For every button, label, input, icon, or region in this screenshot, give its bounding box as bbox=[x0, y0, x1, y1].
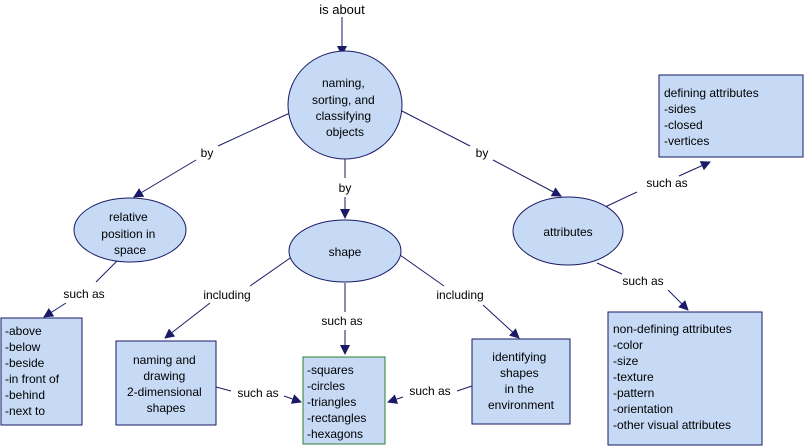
link-label-such-as-nondefining: such as bbox=[622, 274, 663, 288]
node-attributes: attributes bbox=[512, 196, 624, 266]
identifying-line: shapes bbox=[500, 366, 539, 380]
arrow-including-left-naming bbox=[164, 302, 211, 339]
top-label: is about bbox=[319, 2, 365, 17]
nondefining-item: -color bbox=[613, 338, 643, 352]
link-label-by-right: by bbox=[476, 146, 489, 160]
nondefining-item: -orientation bbox=[613, 402, 673, 416]
shape-item: -squares bbox=[307, 363, 354, 377]
link-label-including-left: including bbox=[203, 288, 250, 302]
link-label-such-as-shape: such as bbox=[321, 314, 362, 328]
arrow-by-right-attributes bbox=[492, 159, 562, 197]
identifying-line: environment bbox=[488, 398, 555, 412]
box-naming-rect bbox=[115, 340, 217, 426]
link-label-such-as-relative: such as bbox=[63, 287, 104, 301]
node-central: naming, sorting, and classifying objects bbox=[287, 50, 403, 160]
node-central-shape bbox=[287, 50, 403, 160]
arrow-identifying-such-as-shapes bbox=[387, 394, 404, 404]
box-nondefining-attributes: non-defining attributes -color -size -te… bbox=[607, 311, 763, 446]
shape-label: shape bbox=[329, 245, 362, 259]
node-attributes-shape bbox=[512, 196, 624, 266]
line-central-by-right bbox=[399, 109, 471, 147]
arrow-by-left-relative bbox=[133, 159, 197, 198]
line-identifying-such-as bbox=[456, 385, 473, 392]
link-label-such-as-identifying: such as bbox=[409, 384, 450, 398]
position-item: -in front of bbox=[5, 372, 60, 386]
line-shape-including-left bbox=[249, 255, 294, 287]
svg-text:-squares -circles: -squares -circles -triangles -rectangles… bbox=[307, 363, 370, 441]
shape-item: -rectangles bbox=[307, 411, 366, 425]
node-relative-position: relative position in space bbox=[73, 197, 187, 263]
svg-text:-above -below -bes: -above -below -beside -in front of -behi… bbox=[5, 324, 62, 418]
svg-text:naming and drawing: naming and drawing 2-dimensional shapes bbox=[127, 353, 205, 415]
naming-line: naming and bbox=[133, 353, 196, 367]
relative-line: space bbox=[114, 243, 146, 257]
naming-line: shapes bbox=[147, 401, 186, 415]
svg-text:defining attributes -sid: defining attributes -sides -closed -vert… bbox=[664, 86, 762, 148]
node-relative-shape bbox=[73, 197, 187, 263]
line-shape-including-right bbox=[399, 254, 445, 287]
central-line: sorting, and bbox=[312, 93, 375, 107]
shape-item: -triangles bbox=[307, 395, 356, 409]
attributes-label: attributes bbox=[543, 225, 592, 239]
position-item: -next to bbox=[5, 404, 45, 418]
nondefining-item: -other visual attributes bbox=[613, 418, 731, 432]
defining-item: -sides bbox=[664, 102, 696, 116]
svg-text:identifying shapes: identifying shapes in the environment bbox=[488, 350, 555, 412]
box-nondefining-rect bbox=[607, 311, 763, 446]
line-attributes-such-as-defining bbox=[604, 191, 638, 208]
relative-line: relative bbox=[109, 210, 148, 224]
position-item: -behind bbox=[5, 388, 45, 402]
svg-text:naming, sorting, and: naming, sorting, and classifying objects bbox=[312, 76, 378, 139]
box-defining-rect bbox=[658, 74, 804, 158]
position-item: -beside bbox=[5, 356, 45, 370]
svg-text:relative position in: relative position in space bbox=[101, 210, 158, 257]
identifying-line: in the bbox=[505, 382, 535, 396]
line-central-by-left bbox=[217, 111, 293, 147]
defining-item: -vertices bbox=[664, 134, 709, 148]
link-label-by-center: by bbox=[339, 181, 352, 195]
box-naming-drawing: naming and drawing 2-dimensional shapes bbox=[115, 340, 217, 426]
arrow-including-right-identifying bbox=[482, 304, 520, 339]
central-line: naming, bbox=[322, 76, 365, 90]
box-defining-attributes: defining attributes -sides -closed -vert… bbox=[658, 74, 804, 158]
defining-item: defining attributes bbox=[664, 86, 759, 100]
shape-item: -circles bbox=[307, 379, 345, 393]
nondefining-item: -pattern bbox=[613, 386, 654, 400]
nondefining-item: -size bbox=[613, 354, 639, 368]
link-label-including-right: including bbox=[436, 288, 483, 302]
svg-text:non-defining attributes: non-defining attributes -color -size -te… bbox=[613, 322, 735, 432]
shape-item: -hexagons bbox=[307, 427, 363, 441]
connectors bbox=[43, 17, 711, 404]
defining-item: -closed bbox=[664, 118, 703, 132]
line-attributes-such-as-nondefining bbox=[596, 262, 623, 275]
identifying-line: identifying bbox=[492, 350, 546, 364]
naming-line: drawing bbox=[143, 369, 185, 383]
central-line: objects bbox=[326, 125, 364, 139]
box-shapes: -squares -circles -triangles -rectangles… bbox=[302, 356, 386, 445]
naming-line: 2-dimensional bbox=[127, 385, 202, 399]
line-relative-such-as bbox=[95, 257, 121, 283]
arrow-such-as-defining bbox=[678, 161, 711, 177]
box-identifying-rect bbox=[471, 338, 571, 425]
line-naming-such-as bbox=[215, 386, 232, 392]
relative-line: position in bbox=[101, 227, 155, 241]
node-shape: shape bbox=[288, 219, 402, 283]
position-item: -above bbox=[5, 324, 42, 338]
link-label-by-left: by bbox=[201, 146, 214, 160]
link-label-such-as-defining: such as bbox=[646, 176, 687, 190]
link-label-such-as-naming: such as bbox=[237, 386, 278, 400]
arrow-naming-such-as-shapes bbox=[283, 394, 302, 404]
nondefining-item: non-defining attributes bbox=[613, 322, 732, 336]
arrow-such-as-nondefining bbox=[667, 289, 689, 311]
box-positions: -above -below -beside -in front of -behi… bbox=[0, 317, 83, 426]
arrow-such-as-positions bbox=[43, 302, 67, 318]
box-identifying: identifying shapes in the environment bbox=[471, 338, 571, 425]
central-line: classifying bbox=[316, 109, 371, 123]
nondefining-item: -texture bbox=[613, 370, 654, 384]
box-positions-rect bbox=[0, 317, 83, 426]
node-shape-shape bbox=[288, 219, 402, 283]
position-item: -below bbox=[5, 340, 41, 354]
box-shapes-rect bbox=[302, 356, 386, 445]
